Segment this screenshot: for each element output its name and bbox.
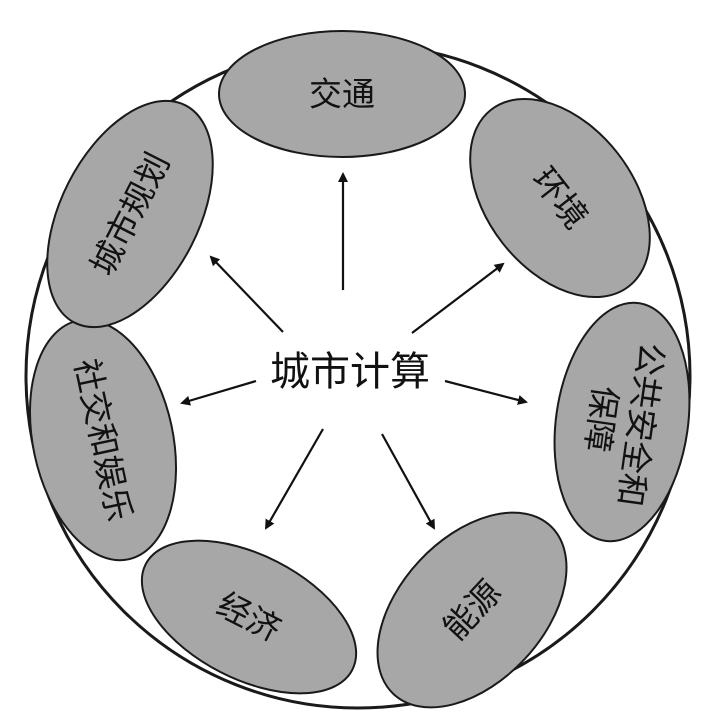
node-transport: 交通 (218, 30, 466, 158)
center-label: 城市计算 (270, 349, 430, 395)
arrow-to-economy (265, 428, 324, 530)
node-planning: 城市规划 (46, 99, 214, 329)
arrow-to-energy (381, 433, 435, 530)
node-public-safety-line2: 保障 (577, 384, 625, 455)
node-economy: 经济 (140, 539, 358, 695)
node-energy: 能源 (376, 511, 568, 709)
arrow-to-public-safety (444, 379, 528, 405)
node-public-safety: 公共安全和 保障 (553, 301, 691, 543)
node-environment: 环境 (469, 97, 651, 299)
arrow-to-planning (209, 255, 284, 333)
node-social: 社交和娱乐 (28, 318, 178, 562)
arrow-to-environment (411, 262, 505, 334)
node-transport-label: 交通 (309, 75, 375, 114)
arrow-to-social (180, 379, 257, 406)
